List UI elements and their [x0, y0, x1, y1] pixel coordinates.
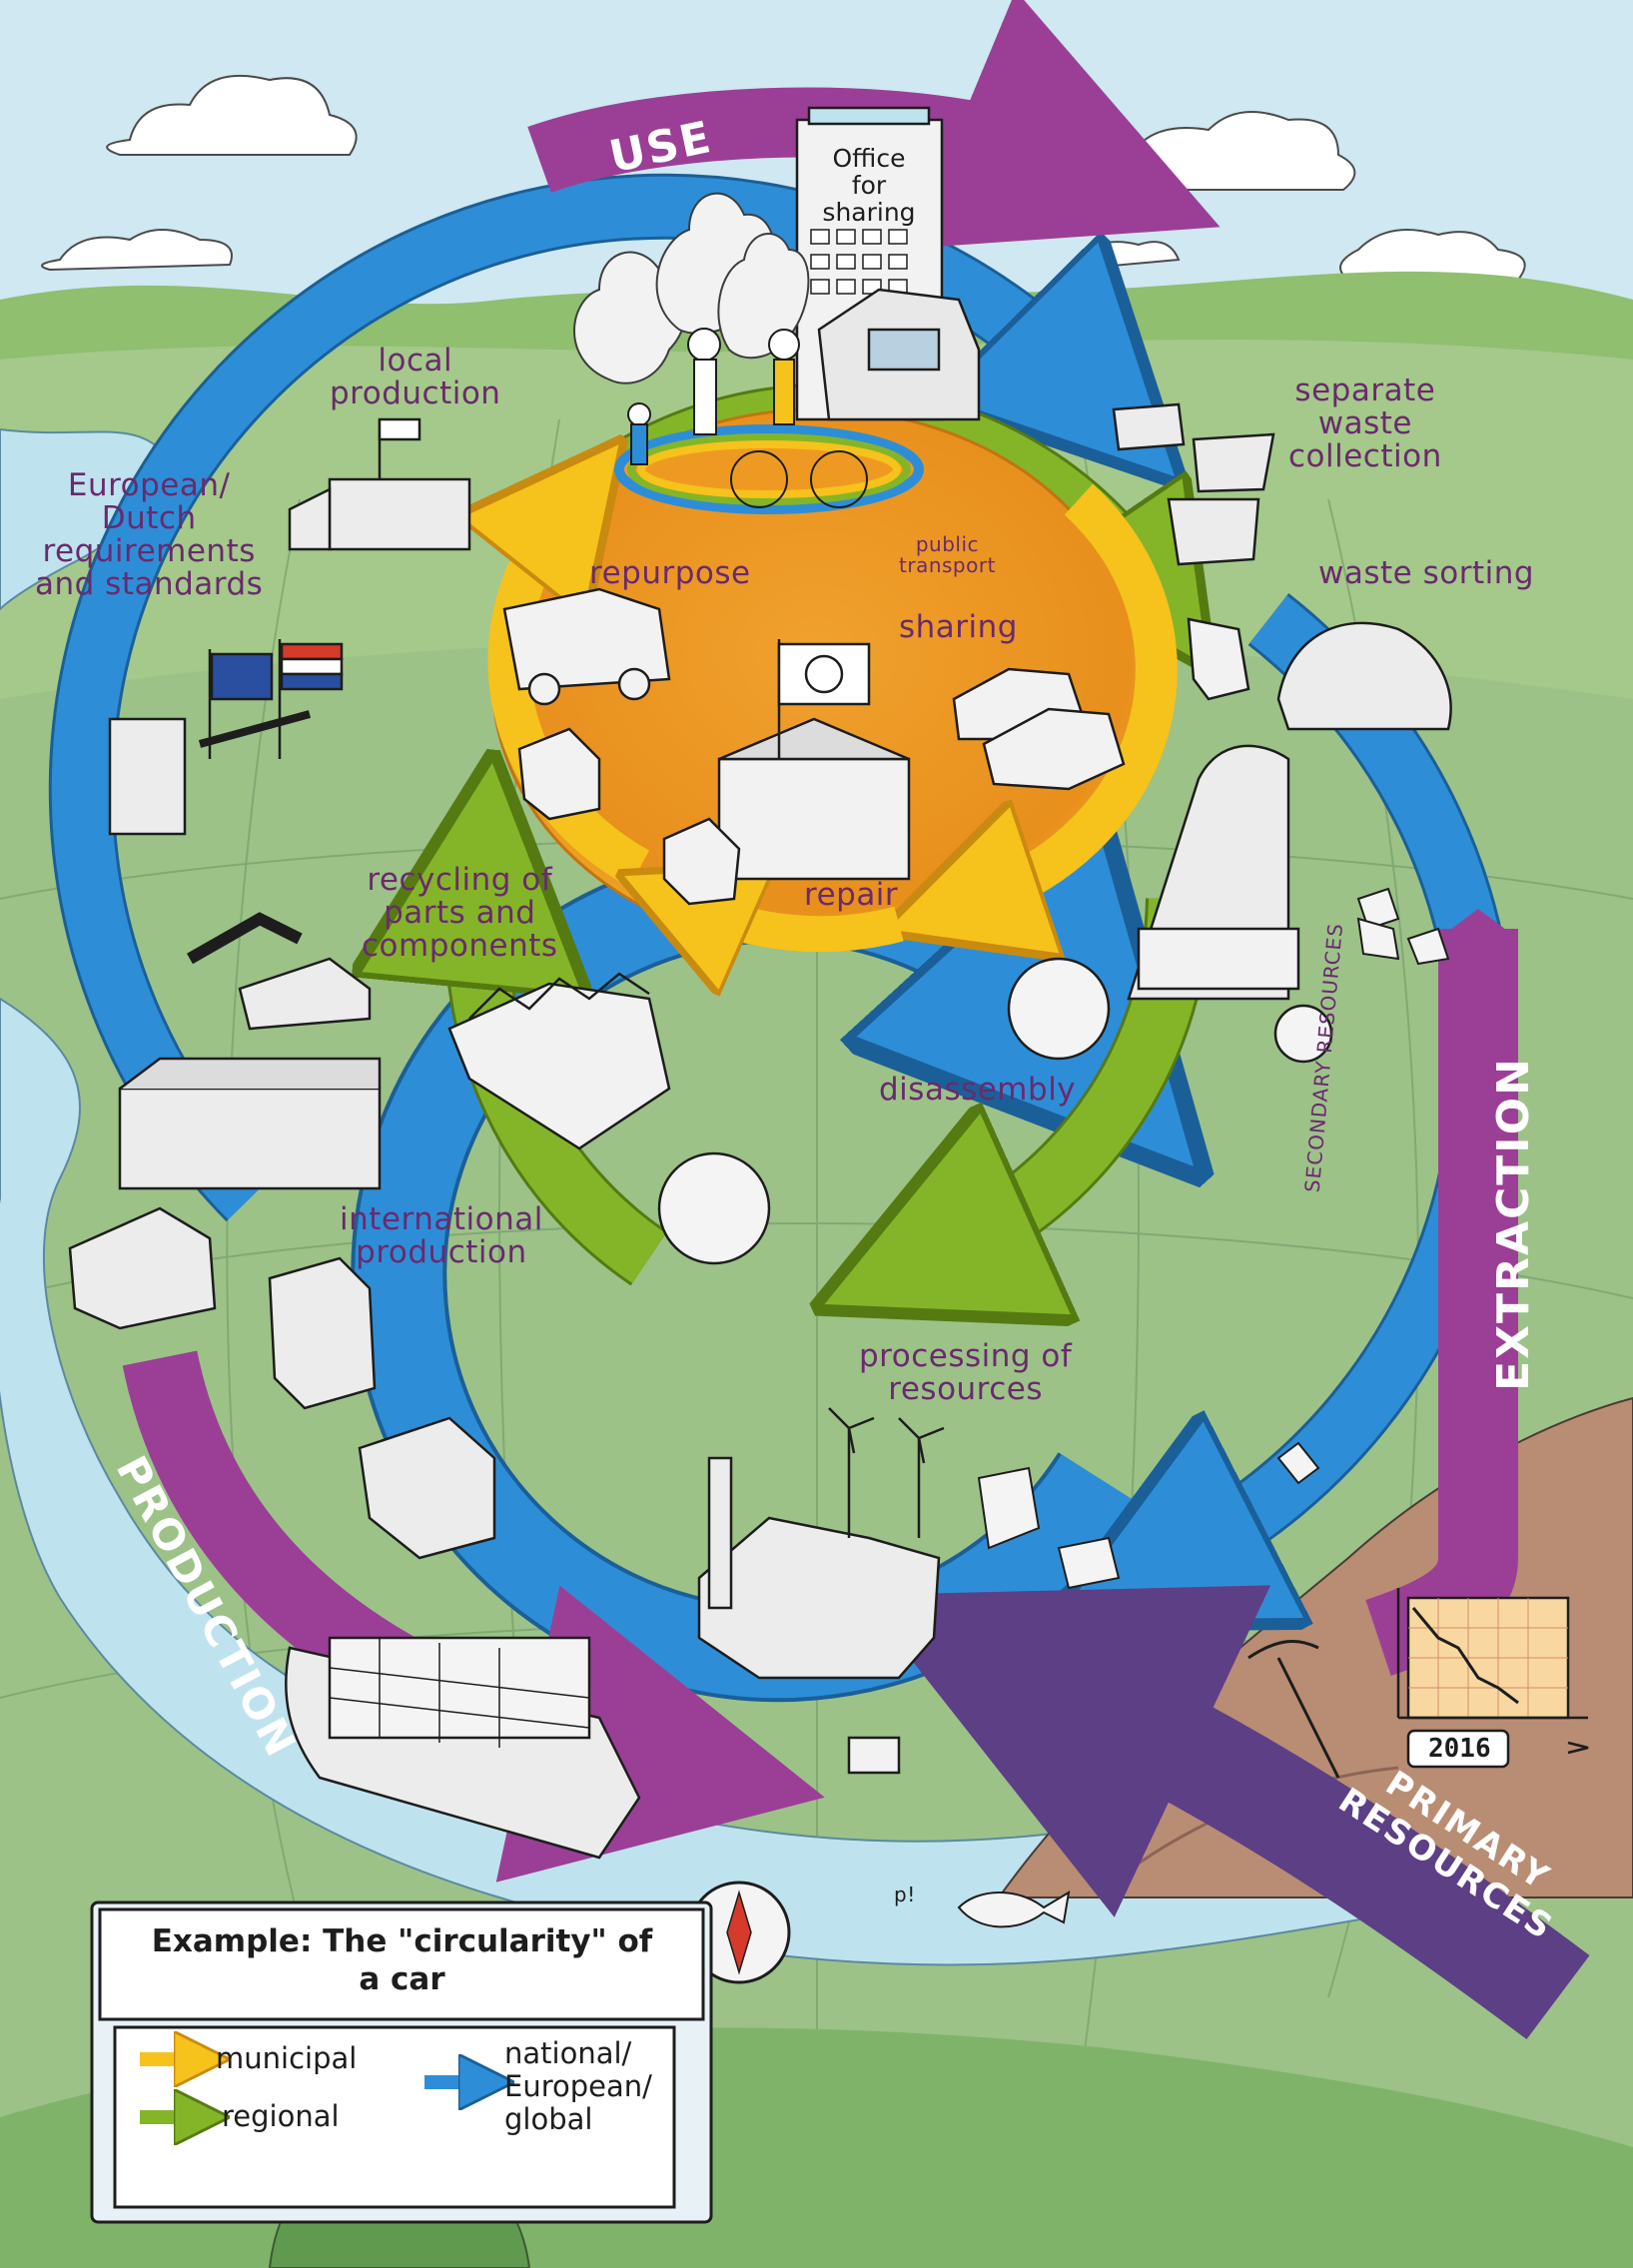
- repurpose-label: repurpose: [589, 555, 751, 591]
- recycling-label: recycling of parts and components: [362, 862, 558, 964]
- doodle-text: p!: [894, 1883, 916, 1906]
- legend-regional-label: regional: [222, 2099, 340, 2133]
- sharing-label: sharing: [899, 609, 1018, 645]
- international-production-label: international production: [340, 1201, 543, 1270]
- legend-national-label: national/ European/ global: [504, 2036, 652, 2136]
- local-production-label: local production: [330, 343, 501, 411]
- repair-label: repair: [804, 877, 899, 913]
- waste-sorting-label: waste sorting: [1318, 555, 1535, 591]
- legend-title: Example: The "circularity" of a car: [151, 1923, 653, 1997]
- public-transport-label: public transport: [899, 532, 996, 577]
- extraction-band-label: EXTRACTION: [1487, 1057, 1539, 1391]
- office-for-sharing-sign: Office for sharing: [822, 144, 916, 227]
- processing-label: processing of resources: [859, 1338, 1073, 1407]
- separate-waste-collection-label: separate waste collection: [1288, 373, 1442, 474]
- disassembly-label: disassembly: [879, 1072, 1077, 1108]
- requirements-label: European/ Dutch requirements and standar…: [35, 467, 264, 602]
- chart-year-label: 2016: [1428, 1734, 1491, 1764]
- legend-municipal-label: municipal: [216, 2041, 358, 2075]
